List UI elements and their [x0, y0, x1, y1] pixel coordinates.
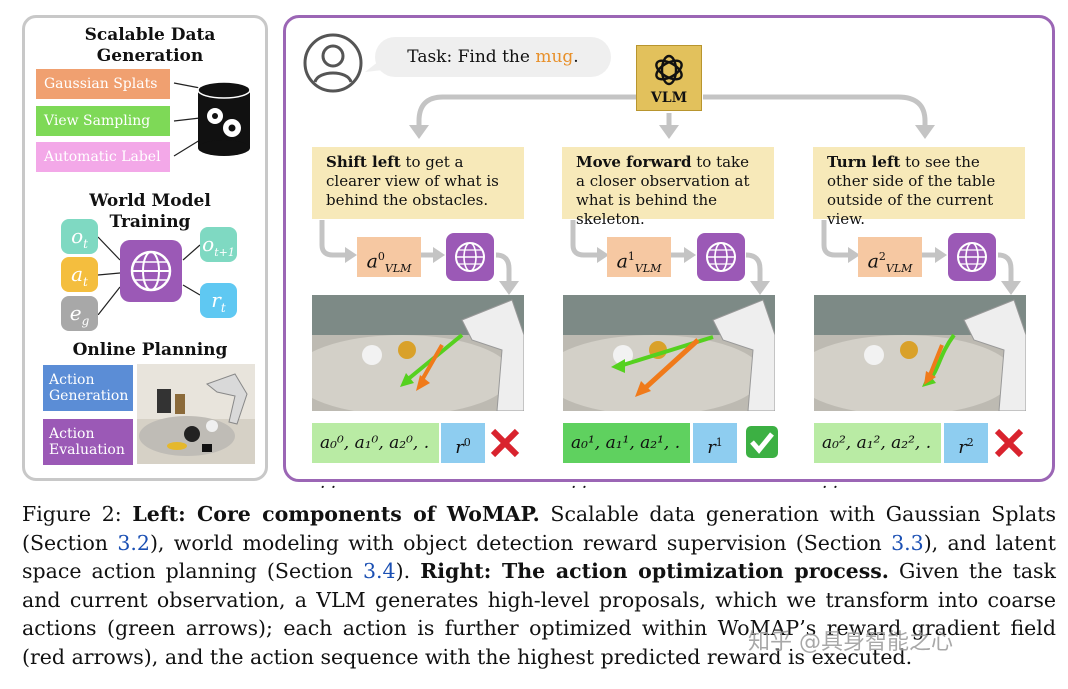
observation-image-2	[563, 295, 775, 411]
proposal-shift-left: Shift left to get a clearer view of what…	[312, 147, 524, 219]
accept-check-icon	[746, 426, 778, 458]
world-model-globe-icon-2	[697, 233, 745, 281]
world-model-arrows	[98, 236, 201, 315]
reward-r1: r1	[693, 423, 737, 463]
vlm-label: VLM	[650, 90, 688, 106]
left-panel	[22, 15, 268, 481]
world-model-globe-icon-3	[948, 233, 996, 281]
chip-view-sampling: View Sampling	[36, 106, 170, 136]
section-ref-3-4[interactable]: 3.4	[363, 559, 396, 584]
action-sequence-0: a₀⁰, a₁⁰, a₂⁰, . . .	[312, 423, 439, 493]
action-evaluation-box: Action Evaluation	[43, 419, 133, 465]
figure-caption: Figure 2: Left: Core components of WoMAP…	[22, 502, 1056, 669]
section-ref-3-2[interactable]: 3.2	[117, 530, 150, 555]
observation-image-3	[814, 295, 1026, 411]
world-model-title: World Model Training	[89, 191, 211, 232]
task-bubble: Task: Find the mug.	[375, 37, 611, 77]
task-object: mug	[535, 47, 574, 67]
reject-cross-icon	[994, 428, 1024, 458]
proposal-move-forward: Move forward to take a closer observatio…	[562, 147, 774, 228]
robot-scene-image	[137, 364, 255, 464]
user-avatar-icon	[303, 33, 363, 93]
input-ot: ot	[61, 219, 98, 254]
observation-image-1	[312, 295, 524, 411]
section-ref-3-3[interactable]: 3.3	[891, 530, 924, 555]
action-sequence-1: a₀¹, a₁¹, a₂¹, . . .	[563, 423, 690, 493]
output-rt: rt	[200, 283, 237, 318]
action-generation-box: Action Generation	[43, 365, 133, 411]
action-a1-vlm: a1VLM	[607, 237, 671, 277]
right-panel	[283, 15, 1055, 482]
output-ot1: ot+1	[200, 227, 237, 262]
data-generation-title: Scalable Data Generation	[84, 25, 216, 66]
watermark: 知乎 @具身智能之心	[748, 630, 953, 655]
chip-automatic-label: Automatic Label	[36, 142, 170, 172]
reward-r2: r2	[944, 423, 988, 463]
action-sequence-2: a₀², a₁², a₂², . . .	[814, 423, 941, 493]
action-a2-vlm: a2VLM	[858, 237, 922, 277]
database-gears-icon	[173, 81, 251, 157]
action-a0-vlm: a0VLM	[357, 237, 421, 277]
proposal-turn-left: Turn left to see the other side of the t…	[813, 147, 1025, 228]
reward-r0: r0	[441, 423, 485, 463]
world-model-globe-icon-1	[446, 233, 494, 281]
input-eg: eg	[61, 296, 98, 331]
chip-gaussian-splats: Gaussian Splats	[36, 69, 170, 99]
flow-arrows	[319, 94, 1021, 295]
reject-cross-icon	[490, 428, 520, 458]
openai-logo-icon	[655, 54, 683, 86]
input-at: at	[61, 257, 98, 292]
world-model-globe-icon	[120, 240, 182, 302]
vlm-box: VLM	[636, 45, 702, 111]
online-planning-title: Online Planning	[72, 340, 228, 360]
